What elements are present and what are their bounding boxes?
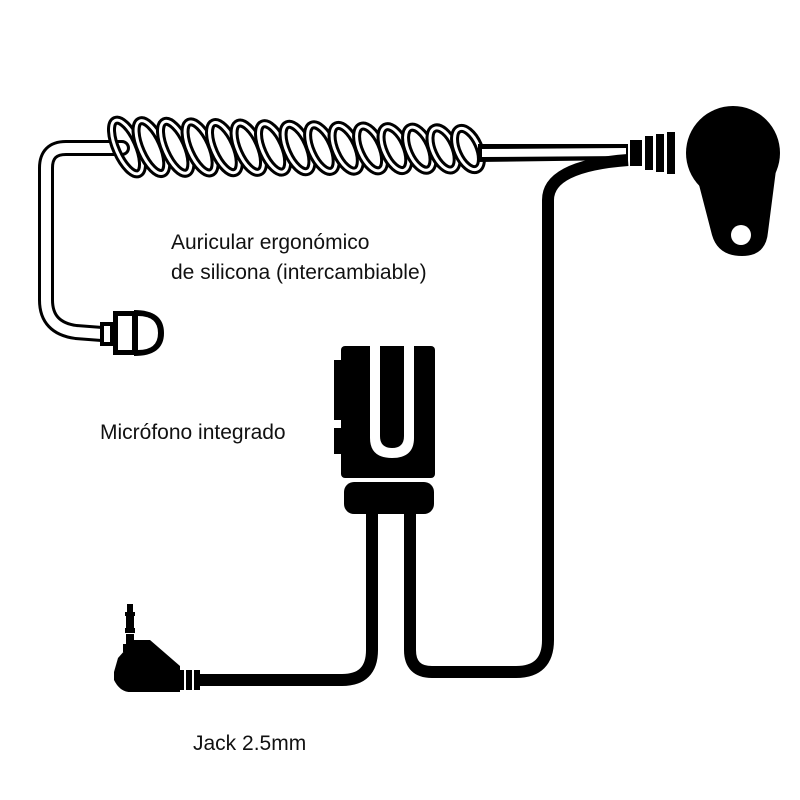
earpiece-label: Auricular ergonómico de silicona (interc… — [171, 228, 427, 288]
earpiece-to-split-cable — [404, 154, 629, 678]
jack-label: Jack 2.5mm — [193, 732, 307, 755]
mic-to-jack-cable — [200, 512, 378, 686]
microphone-clip-icon — [334, 346, 435, 514]
earpiece-label-line1: Auricular ergonómico — [171, 231, 370, 254]
earpiece-label-line2: de silicona (intercambiable) — [171, 261, 427, 284]
acoustic-tube — [38, 140, 130, 342]
silicone-earbud-icon — [100, 310, 164, 356]
microphone-label: Micrófono integrado — [100, 421, 286, 444]
coil-to-earpiece-cable-inner — [482, 148, 626, 157]
earpiece-speaker-icon — [630, 106, 780, 256]
jack-connector-icon — [114, 604, 200, 692]
acoustic-tube-inner — [41, 143, 127, 339]
coiled-cable — [107, 115, 486, 179]
